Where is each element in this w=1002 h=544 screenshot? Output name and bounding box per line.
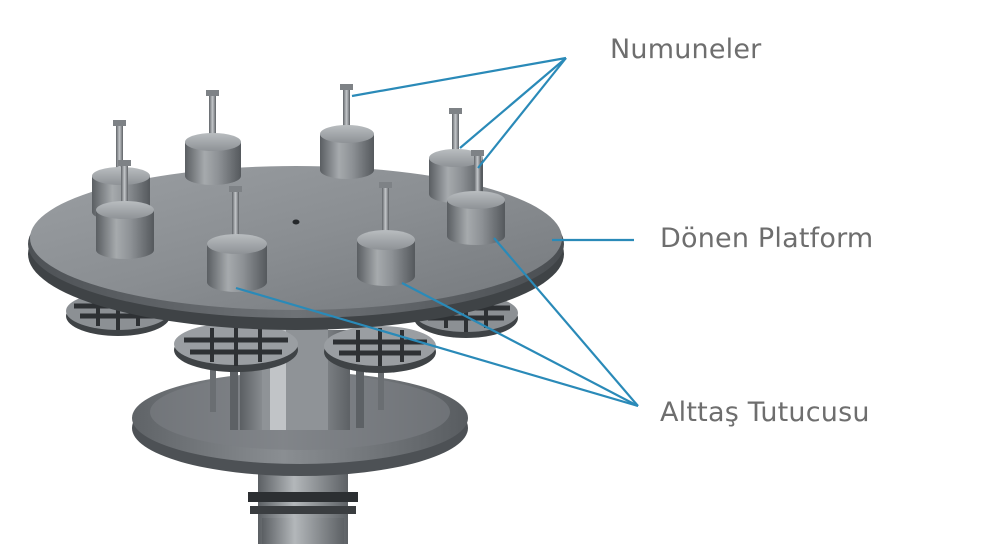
platform-center-hole xyxy=(292,219,300,225)
leader-line-holder-2 xyxy=(401,282,639,407)
leader-line-samples-2 xyxy=(459,57,567,149)
callout-label-rotating-platform: Dönen Platform xyxy=(660,223,874,254)
leader-line-holder-3 xyxy=(235,286,639,408)
samples xyxy=(92,84,505,292)
sample xyxy=(357,182,415,286)
leader-lines xyxy=(235,56,639,408)
sample xyxy=(185,90,241,185)
sample xyxy=(96,160,154,259)
sample xyxy=(207,186,267,292)
leader-line-holder-1 xyxy=(493,237,639,407)
callout-label-substrate-holder: Alttaş Tutucusu xyxy=(660,397,870,428)
leader-line-samples-3 xyxy=(477,57,567,169)
callout-label-samples: Numuneler xyxy=(610,34,762,65)
sample xyxy=(447,150,505,245)
substrate-holder xyxy=(324,326,436,373)
sample xyxy=(320,84,374,179)
leader-line-samples-1 xyxy=(351,56,567,98)
substrate-holder xyxy=(174,323,298,372)
rotating-platform xyxy=(28,166,564,330)
